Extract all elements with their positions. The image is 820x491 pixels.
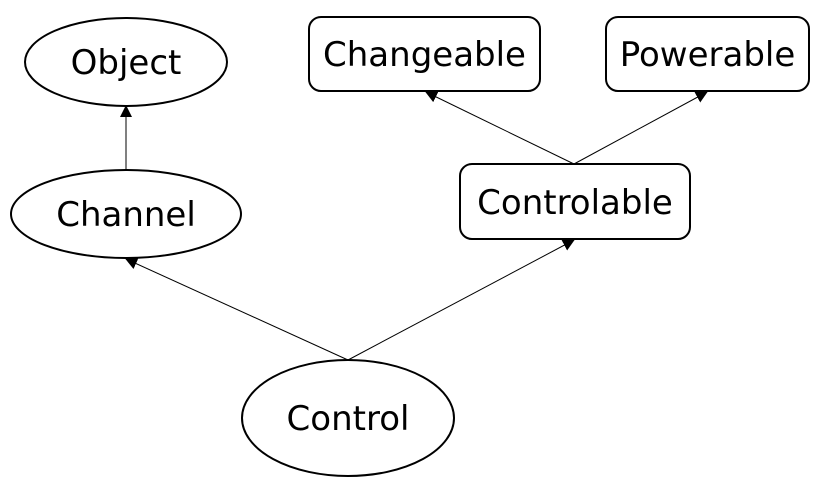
node-controlable-label: Controlable: [477, 183, 673, 223]
node-object-shape: [24, 17, 228, 107]
node-powerable-label: Powerable: [620, 35, 796, 75]
node-changeable-shape: [308, 16, 541, 92]
node-powerable-shape: [605, 16, 810, 92]
node-changeable: Changeable: [308, 16, 541, 92]
node-control-label: Control: [287, 399, 410, 439]
node-control-shape: [241, 359, 455, 477]
node-object: Object: [24, 17, 228, 107]
node-channel: Channel: [10, 169, 242, 259]
node-changeable-label: Changeable: [323, 35, 526, 75]
node-control: Control: [241, 359, 455, 477]
edge-control-to-channel: [125, 258, 349, 361]
edges: [120, 91, 708, 361]
node-object-label: Object: [71, 43, 182, 83]
node-powerable: Powerable: [605, 16, 810, 92]
edge-controlable-to-powerable: [573, 91, 708, 165]
node-controlable: Controlable: [459, 163, 691, 240]
node-channel-shape: [10, 169, 242, 259]
node-controlable-shape: [459, 163, 691, 240]
edge-controlable-to-changeable: [425, 91, 575, 165]
edge-control-to-controlable: [347, 239, 575, 361]
node-channel-label: Channel: [56, 195, 196, 235]
